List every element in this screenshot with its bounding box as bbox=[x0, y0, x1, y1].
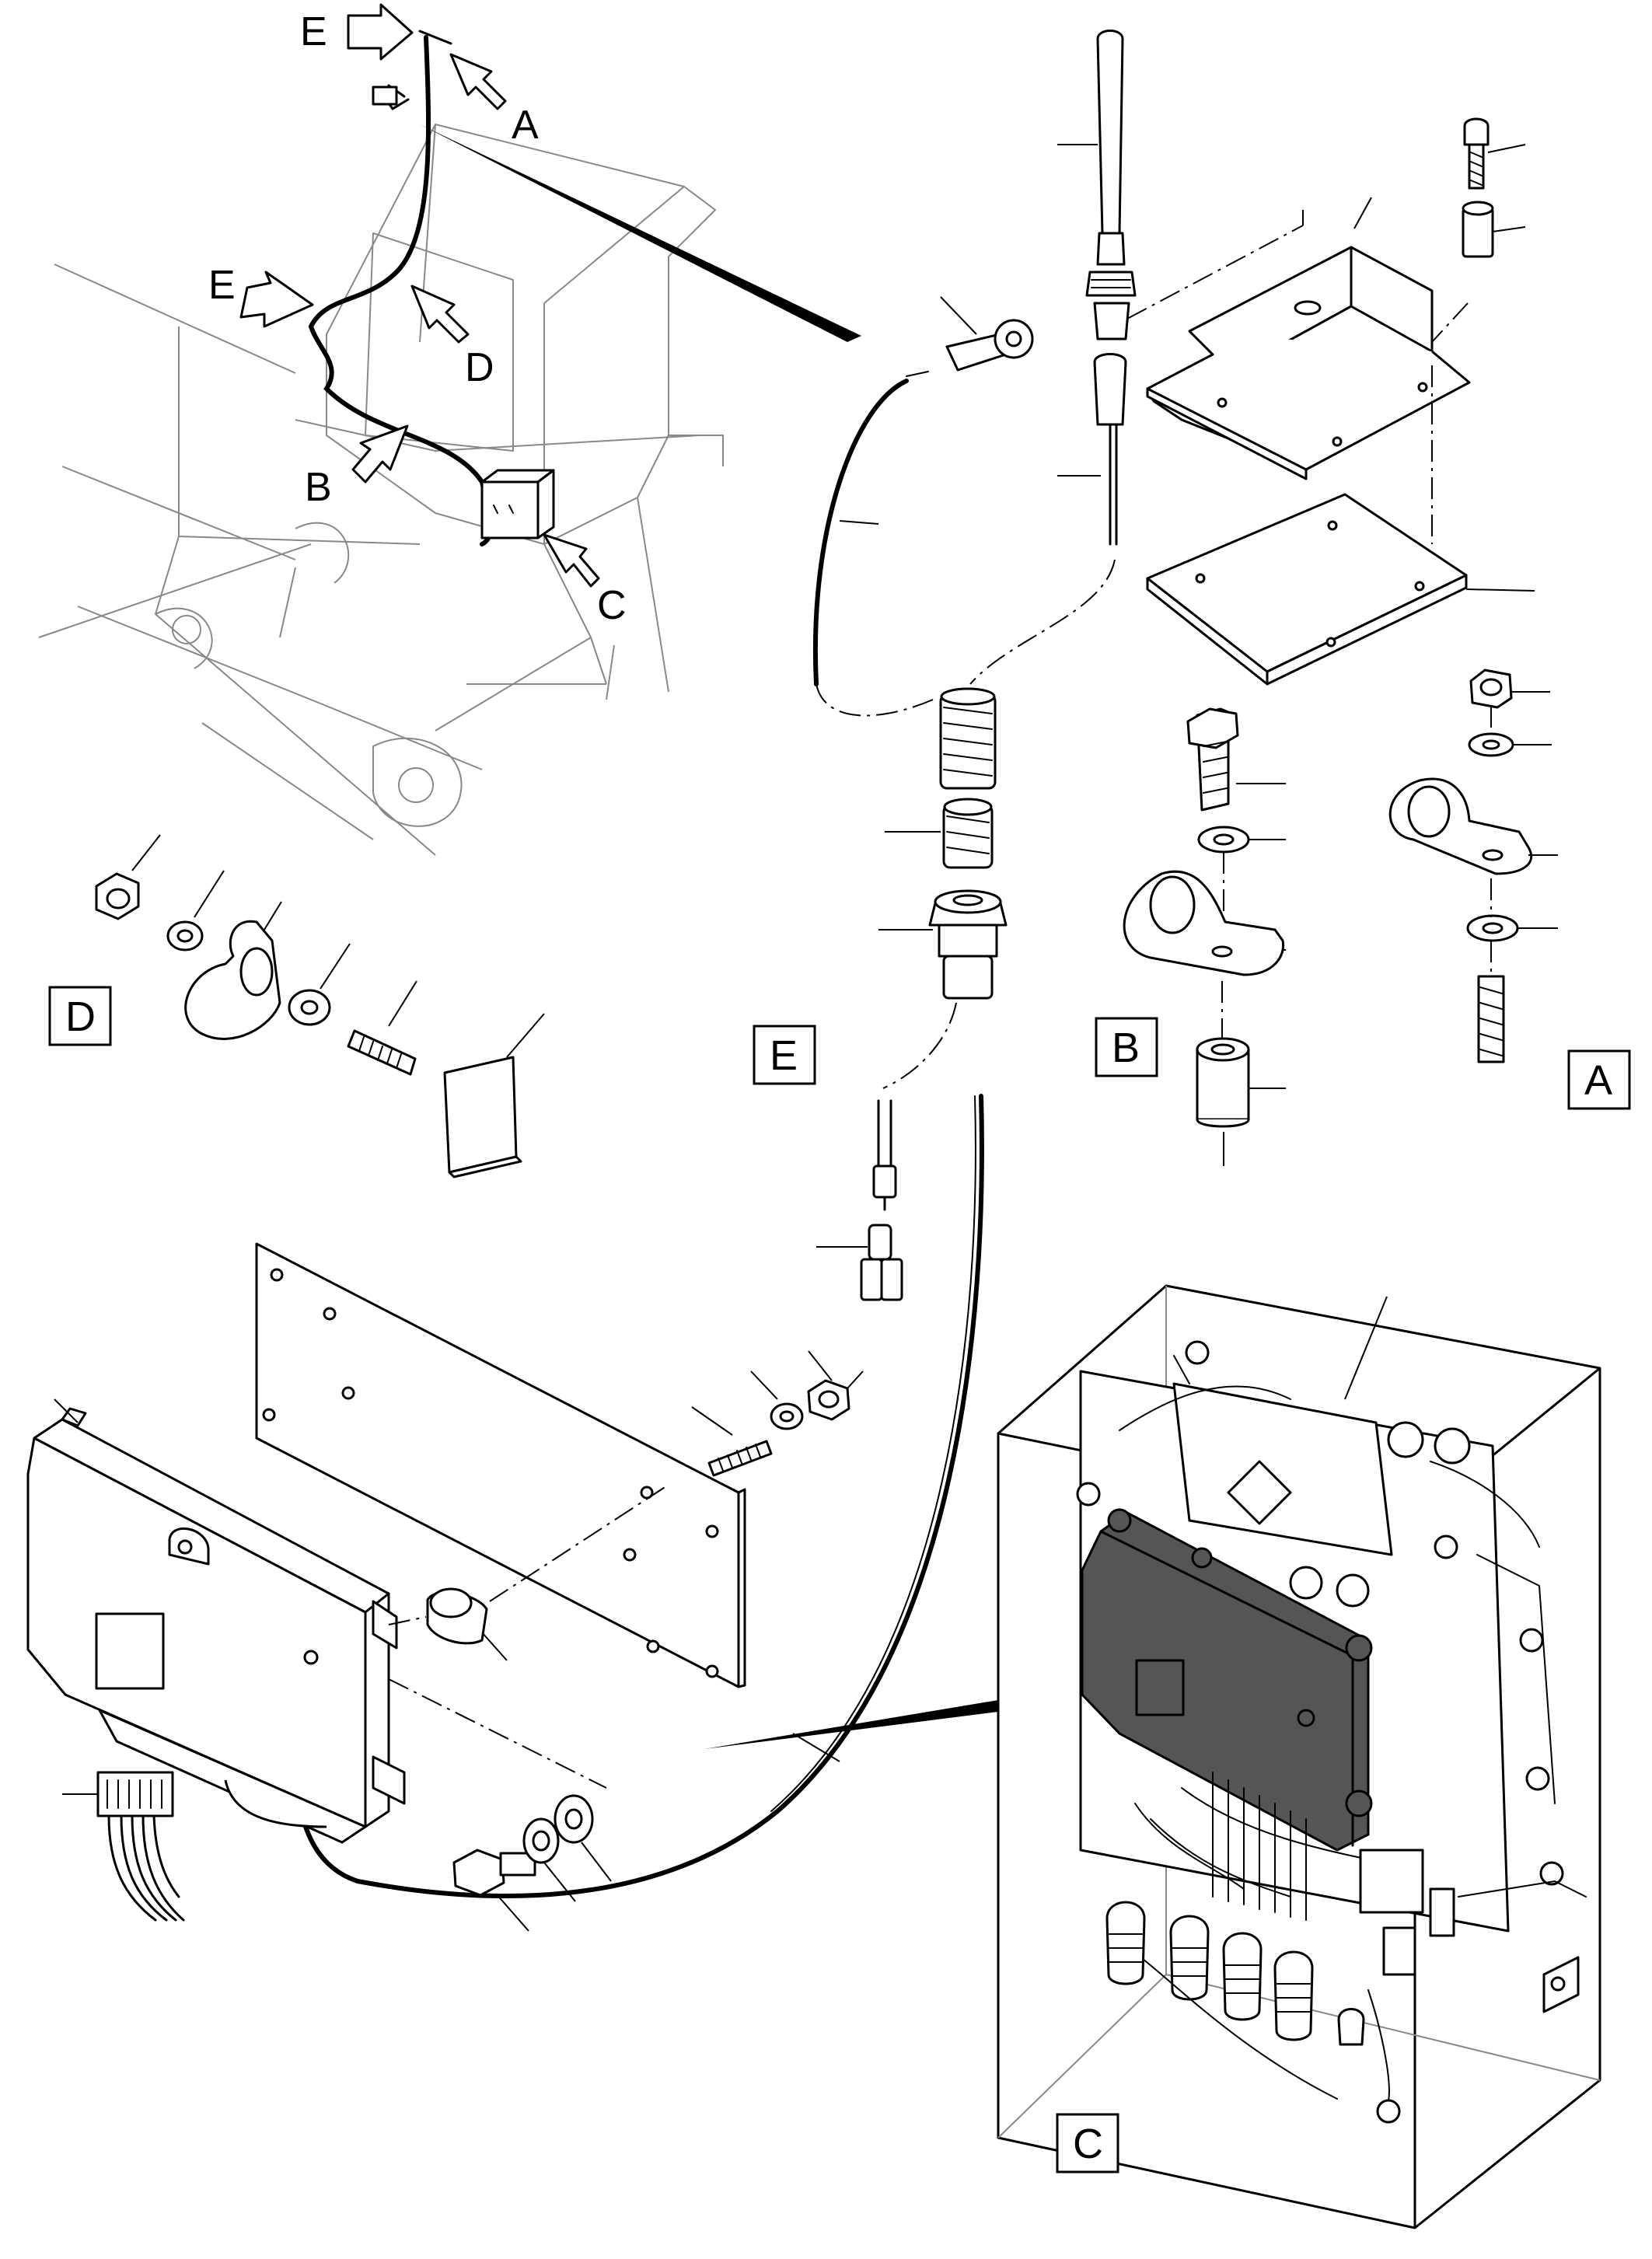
view-pointer-wedge bbox=[420, 124, 861, 342]
p-clamp-b bbox=[1123, 870, 1285, 976]
detail-label-a: A bbox=[1567, 1049, 1631, 1110]
electronic-control-module bbox=[26, 1398, 406, 1922]
electrical-cabinet bbox=[997, 1284, 1601, 2229]
detail-label-d: D bbox=[48, 986, 112, 1046]
small-connector bbox=[372, 86, 398, 106]
arrow-e-top bbox=[347, 3, 414, 61]
detail-a-parts bbox=[1057, 30, 1558, 1063]
antenna-plug bbox=[1093, 353, 1127, 426]
arrow-c bbox=[543, 533, 600, 588]
callout-e-top: E bbox=[300, 9, 327, 54]
arrow-d bbox=[410, 285, 470, 344]
detail-d-parts bbox=[95, 834, 545, 1178]
cable-glands bbox=[1105, 1901, 1401, 2124]
arrow-b bbox=[351, 424, 409, 484]
label-area bbox=[95, 1612, 165, 1690]
detail-label-c: C bbox=[1056, 2113, 1119, 2173]
callout-arrows bbox=[239, 3, 600, 588]
stud bbox=[347, 1029, 417, 1076]
callout-b: B bbox=[305, 465, 332, 510]
threaded-coupler bbox=[939, 687, 997, 790]
detail-label-a-text: A bbox=[1584, 1057, 1612, 1104]
callout-a: A bbox=[512, 103, 539, 148]
arrow-a bbox=[449, 53, 507, 110]
threaded-coupler-2 bbox=[942, 798, 994, 869]
detail-label-b-text: B bbox=[1112, 1025, 1140, 1071]
arrow-e-mid bbox=[239, 271, 314, 328]
adhesive-pad bbox=[443, 1056, 518, 1174]
bulkhead-connector bbox=[928, 889, 1008, 1000]
callout-e-mid: E bbox=[208, 263, 236, 308]
mounting-plate bbox=[255, 1242, 746, 1688]
detail-label-b: B bbox=[1095, 1017, 1158, 1077]
crimp-connector bbox=[860, 1224, 903, 1301]
module-wire-connector bbox=[62, 1771, 185, 1922]
callout-c: C bbox=[597, 583, 627, 628]
detail-e-parts bbox=[285, 296, 1116, 1899]
machine-cab-outline bbox=[38, 124, 724, 856]
cab-wire-harness bbox=[308, 30, 555, 546]
detail-b-parts bbox=[1123, 707, 1286, 1166]
detail-label-e-text: E bbox=[770, 1032, 798, 1079]
plate-fasteners bbox=[691, 1350, 864, 1477]
detail-label-e: E bbox=[753, 1025, 816, 1085]
antenna-whip bbox=[1096, 30, 1124, 235]
module-fasteners bbox=[388, 1484, 669, 1932]
detail-label-c-text: C bbox=[1073, 2121, 1103, 2167]
detail-label-d-text: D bbox=[65, 993, 96, 1040]
callout-d: D bbox=[465, 345, 494, 390]
junction-box bbox=[480, 480, 540, 539]
